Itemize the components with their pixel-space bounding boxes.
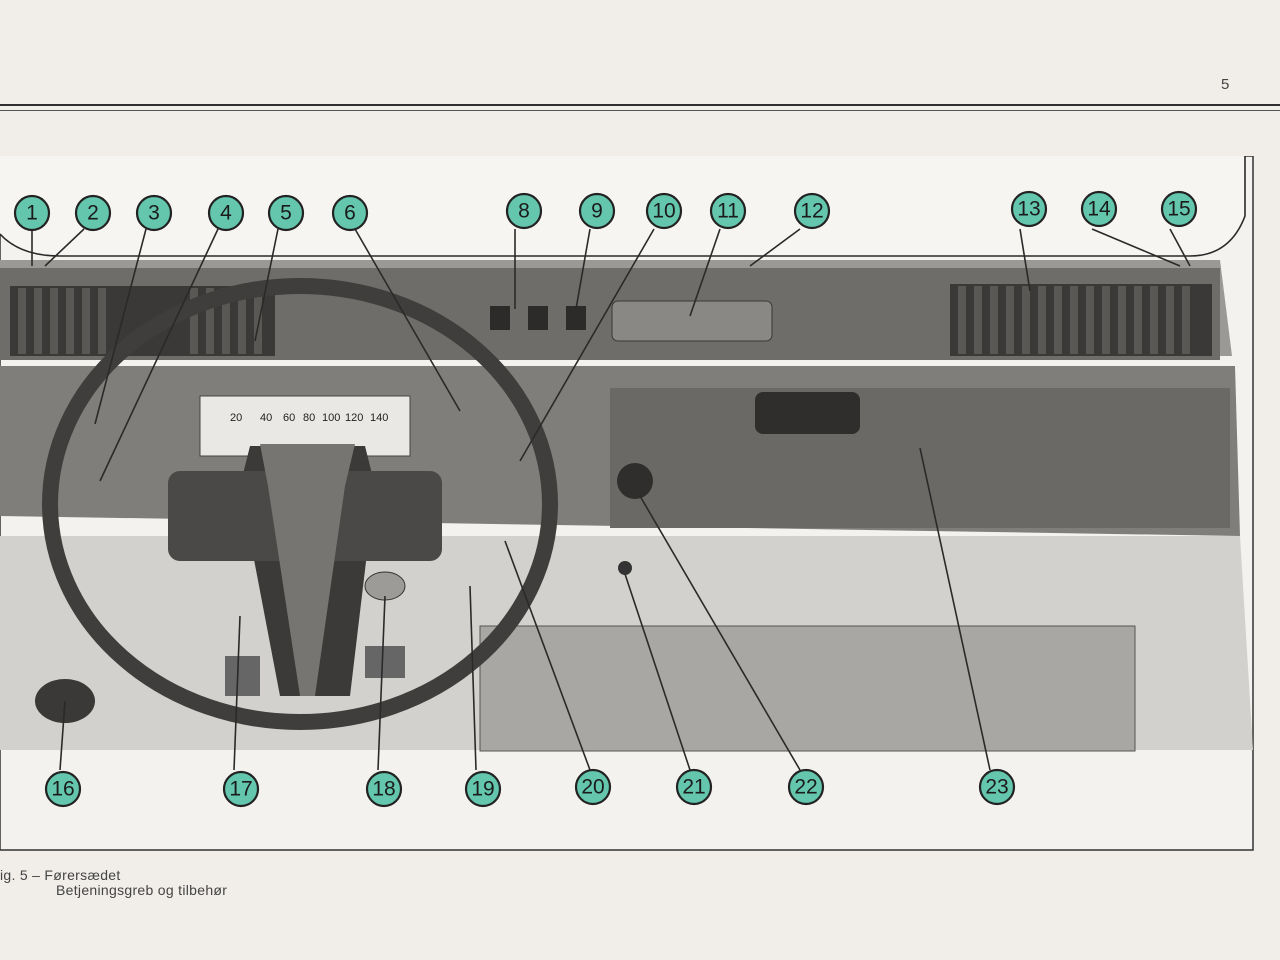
callout-1: 1 [13, 194, 51, 232]
svg-text:23: 23 [985, 776, 1008, 799]
right-vent [950, 284, 1212, 356]
caption-line-1: ig. 5 – Førersædet [0, 867, 121, 883]
speedo-tick: 140 [370, 412, 388, 424]
switch-8 [490, 306, 510, 330]
svg-text:21: 21 [682, 776, 705, 799]
svg-text:22: 22 [794, 776, 817, 799]
svg-text:6: 6 [344, 202, 356, 225]
callout-14: 14 [1080, 190, 1118, 228]
svg-text:11: 11 [717, 200, 739, 223]
gear-knob [617, 463, 653, 499]
brake-reservoir [364, 571, 406, 601]
speedo-tick: 40 [260, 412, 272, 424]
callout-17: 17 [222, 770, 260, 808]
steering-spoke-pad [260, 444, 355, 696]
svg-text:12: 12 [800, 200, 823, 223]
caption-line-2: Betjeningsgreb og tilbehør [56, 882, 228, 898]
windscreen [0, 156, 1245, 256]
windscreen-pillar [0, 156, 1246, 257]
callout-23: 23 [978, 768, 1016, 806]
callout-20: 20 [574, 768, 612, 806]
svg-text:9: 9 [591, 200, 603, 223]
speaker-grille [755, 392, 860, 434]
header-rule [0, 104, 1280, 106]
svg-text:18: 18 [372, 778, 395, 801]
speedo-tick: 80 [303, 412, 315, 424]
svg-text:3: 3 [148, 202, 160, 225]
header-rule-thin [0, 110, 1280, 111]
speedo-tick: 120 [345, 412, 363, 424]
page-number: 5 [1221, 76, 1230, 93]
svg-text:8: 8 [518, 200, 530, 223]
callout-11: 11 [709, 192, 747, 230]
switch-10 [566, 306, 586, 330]
callout-10: 10 [645, 192, 683, 230]
callout-4: 4 [207, 194, 245, 232]
svg-text:17: 17 [229, 778, 252, 801]
speedo-tick: 100 [322, 412, 340, 424]
floor-mat [479, 625, 1136, 752]
callout-3: 3 [135, 194, 173, 232]
callout-8: 8 [505, 192, 543, 230]
callout-9: 9 [578, 192, 616, 230]
accelerator-pedal [225, 656, 260, 696]
svg-text:2: 2 [87, 202, 99, 225]
svg-text:14: 14 [1087, 198, 1111, 221]
callout-21: 21 [675, 768, 713, 806]
svg-text:5: 5 [280, 202, 292, 225]
speedo-tick: 60 [283, 412, 295, 424]
dashboard-illustration: 20 40 60 80 100 120 140 [0, 156, 1254, 851]
callout-19: 19 [464, 770, 502, 808]
callout-2: 2 [74, 194, 112, 232]
choke-knob [618, 561, 632, 575]
dash-lid [611, 300, 773, 342]
callout-16: 16 [44, 770, 82, 808]
svg-text:1: 1 [26, 202, 38, 225]
svg-text:13: 13 [1017, 198, 1040, 221]
switch-9 [528, 306, 548, 330]
figure-caption: ig. 5 – Førersædet Betjeningsgreb og til… [0, 868, 227, 898]
parcel-shelf [610, 388, 1230, 528]
speedometer: 20 40 60 80 100 120 140 [199, 395, 411, 457]
callout-5: 5 [267, 194, 305, 232]
svg-text:15: 15 [1167, 198, 1190, 221]
steering-wheel [42, 278, 558, 730]
callout-13: 13 [1010, 190, 1048, 228]
speedo-tick: 20 [230, 412, 242, 424]
callout-15: 15 [1160, 190, 1198, 228]
svg-text:20: 20 [581, 776, 604, 799]
callout-22: 22 [787, 768, 825, 806]
callout-12: 12 [793, 192, 831, 230]
brake-pedal [365, 646, 405, 678]
svg-text:19: 19 [471, 778, 494, 801]
callout-18: 18 [365, 770, 403, 808]
svg-text:10: 10 [652, 200, 675, 223]
callout-6: 6 [331, 194, 369, 232]
leader-lines [31, 228, 1191, 771]
svg-text:16: 16 [51, 778, 74, 801]
svg-text:4: 4 [220, 202, 232, 225]
